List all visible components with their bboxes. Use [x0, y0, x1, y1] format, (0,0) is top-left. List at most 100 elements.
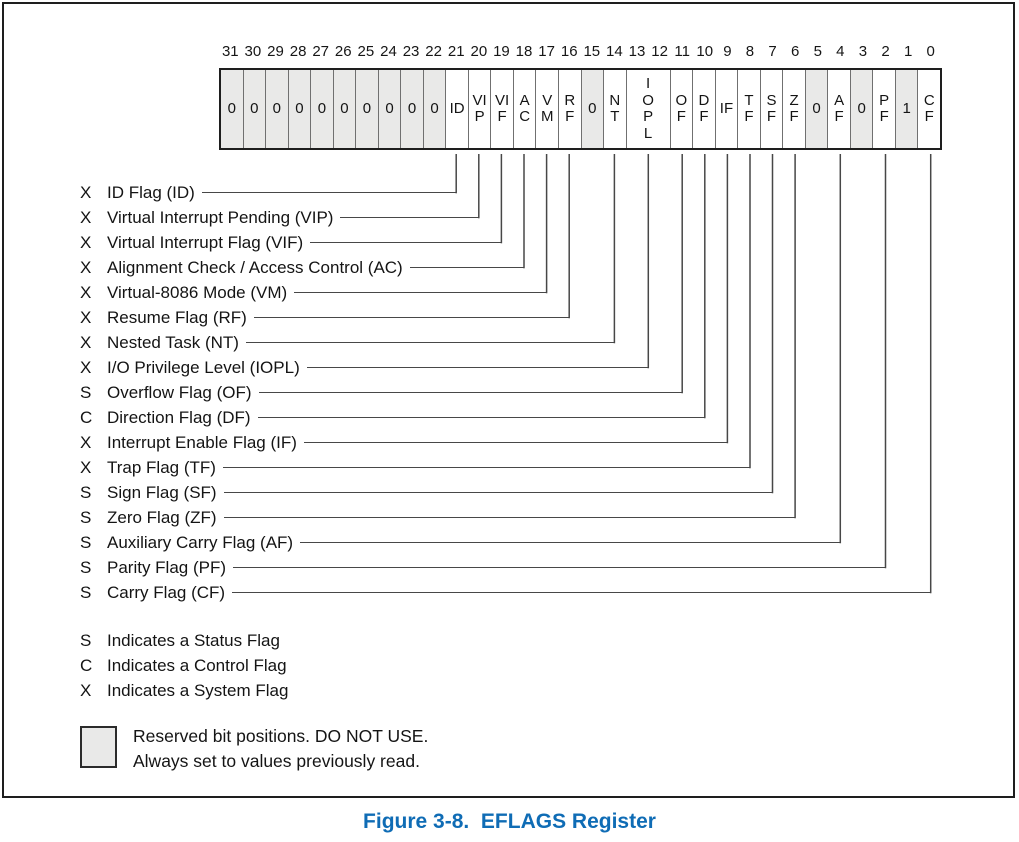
- reserved-note-text: Reserved bit positions. DO NOT USE. Alwa…: [133, 724, 428, 774]
- flag-type-letter: X: [80, 357, 92, 377]
- flag-type-letter: X: [80, 457, 92, 477]
- bit-number-8: 8: [745, 43, 755, 60]
- bit-cell-13: IOPL: [625, 70, 670, 148]
- flag-label: Alignment Check / Access Control (AC): [107, 257, 403, 277]
- connector-horizontal: [232, 592, 931, 593]
- bit-cell-30: 0: [242, 70, 266, 148]
- bit-number-16: 16: [560, 43, 578, 60]
- bit-number-28: 28: [289, 43, 307, 60]
- bit-number-19: 19: [493, 43, 510, 60]
- bit-cell-10: DF: [692, 70, 715, 148]
- connector-horizontal: [258, 392, 683, 393]
- figure-caption: Figure 3-8. EFLAGS Register: [363, 810, 656, 833]
- connector-horizontal: [340, 217, 479, 218]
- bit-number-31: 31: [221, 43, 239, 60]
- bit-cell-16: RF: [557, 70, 581, 148]
- legend-text: Indicates a System Flag: [107, 681, 289, 700]
- bit-cell-2: PF: [872, 70, 895, 148]
- legend-letter: S: [80, 631, 92, 650]
- bit-cell-label: 0: [588, 99, 597, 117]
- bit-cell-9: IF: [714, 70, 738, 148]
- flag-type-letter: S: [80, 507, 92, 527]
- flag-type-letter: X: [80, 282, 92, 302]
- flag-type-letter: X: [80, 232, 92, 252]
- bit-cell-22: 0: [422, 70, 446, 148]
- connector-horizontal: [257, 417, 705, 418]
- flag-type-letter: X: [80, 207, 92, 227]
- bit-cell-label: 0: [340, 99, 349, 117]
- bit-cell-label: 0: [295, 99, 304, 117]
- bit-cell-19: VIF: [490, 70, 513, 148]
- flag-type-letter: S: [80, 482, 92, 502]
- bit-number-1: 1: [903, 43, 913, 60]
- flag-type-letter: X: [80, 257, 92, 277]
- bit-cell-label: AF: [834, 91, 845, 125]
- flag-type-letter: X: [80, 182, 92, 202]
- legend-row-S: S Indicates a Status Flag: [80, 630, 280, 652]
- reserved-note-line2: Always set to values previously read.: [133, 751, 420, 771]
- bit-cell-label: NT: [609, 91, 621, 125]
- bit-cell-label: CF: [923, 91, 935, 125]
- bit-number-20: 20: [470, 43, 488, 60]
- connector-horizontal: [223, 492, 773, 493]
- flag-label: Interrupt Enable Flag (IF): [107, 432, 297, 452]
- bit-cell-7: SF: [759, 70, 783, 148]
- connector-horizontal: [310, 242, 502, 243]
- bit-number-25: 25: [357, 43, 375, 60]
- connector-horizontal: [303, 442, 728, 443]
- flag-label: Virtual Interrupt Pending (VIP): [107, 207, 334, 227]
- bit-number-4: 4: [836, 43, 845, 60]
- bit-number-24: 24: [380, 43, 397, 60]
- bit-cell-0: CF: [917, 70, 940, 148]
- bit-cell-label: IOPL: [642, 75, 654, 142]
- bit-number-9: 9: [723, 43, 732, 60]
- bit-cell-8: TF: [737, 70, 760, 148]
- flag-label: Direction Flag (DF): [107, 407, 251, 427]
- bit-cell-15: 0: [580, 70, 604, 148]
- flag-row-bit-13: X I/O Privilege Level (IOPL): [80, 357, 649, 379]
- bit-cell-label: ZF: [789, 91, 799, 125]
- connector-horizontal: [222, 467, 750, 468]
- bit-cell-4: AF: [827, 70, 850, 148]
- bit-cell-label: 0: [385, 99, 394, 117]
- connector-horizontal: [245, 342, 615, 343]
- connector-horizontal: [306, 367, 649, 368]
- flag-label: Parity Flag (PF): [107, 557, 227, 577]
- flag-row-bit-20: X Virtual Interrupt Pending (VIP): [80, 207, 479, 229]
- connector-horizontal: [294, 292, 547, 293]
- flag-type-letter: X: [80, 307, 92, 327]
- flag-label: I/O Privilege Level (IOPL): [107, 357, 300, 377]
- bit-cell-5: 0: [804, 70, 828, 148]
- bit-cell-1: 1: [894, 70, 918, 148]
- flag-type-letter: S: [80, 532, 92, 552]
- bit-cell-20: VIP: [467, 70, 491, 148]
- bit-cell-31: 0: [221, 70, 243, 148]
- bit-cell-17: VM: [535, 70, 558, 148]
- bit-number-18: 18: [515, 43, 533, 60]
- bit-number-6: 6: [790, 43, 800, 60]
- bit-number-0: 0: [926, 43, 935, 60]
- flag-row-bit-8: X Trap Flag (TF): [80, 457, 750, 479]
- connector-horizontal: [223, 517, 796, 518]
- bit-cell-label: OF: [675, 91, 688, 125]
- flag-type-letter: X: [80, 332, 92, 352]
- bit-cell-label: VIP: [472, 91, 487, 125]
- bit-cell-label: 0: [227, 99, 236, 117]
- bit-number-5: 5: [813, 43, 822, 60]
- bit-number-22: 22: [425, 43, 442, 60]
- legend-letter: C: [80, 656, 93, 675]
- flag-label: Trap Flag (TF): [107, 457, 216, 477]
- bit-cell-label: 0: [317, 99, 327, 117]
- legend-text: Indicates a Status Flag: [107, 631, 280, 650]
- bit-number-14: 14: [606, 43, 623, 60]
